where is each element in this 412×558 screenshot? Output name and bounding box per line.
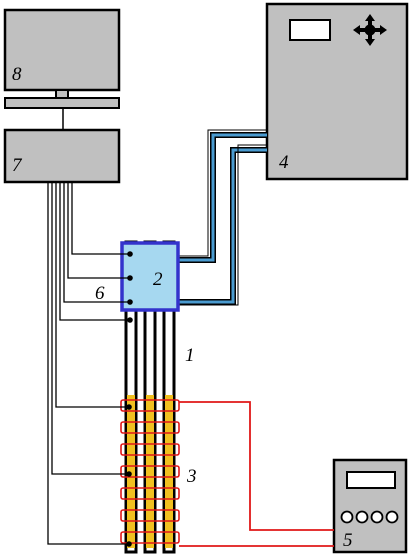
- heater-coils: 3: [120, 395, 197, 548]
- signal-wire: [63, 182, 130, 303]
- label-instrument: 4: [279, 152, 289, 173]
- label-computer-monitor: 8: [12, 64, 22, 85]
- monitor-base: [4, 97, 120, 109]
- label-power-supply: 5: [343, 530, 353, 551]
- power-supply: 5: [332, 458, 408, 554]
- heater-coil: [146, 395, 154, 548]
- signal-wire: [71, 182, 130, 255]
- signal-wires: [47, 182, 130, 545]
- fiber-cable-edge: [178, 129, 267, 257]
- fiber-cables: [178, 129, 267, 306]
- fiber-cable-edge: [178, 144, 267, 306]
- fiber-cable: [178, 148, 267, 304]
- signal-wire: [55, 182, 129, 408]
- signal-wire: [67, 182, 130, 279]
- junction-dot: [127, 251, 133, 257]
- power-supply-knob: [340, 510, 354, 524]
- computer-unit: 7: [3, 128, 121, 184]
- wire-junctions: [126, 251, 133, 547]
- computer-case: [3, 128, 121, 184]
- power-supply-knob: [370, 510, 384, 524]
- fiber-cable-outline: [178, 147, 267, 305]
- junction-dot: [126, 404, 132, 410]
- computer-monitor: 8: [3, 8, 121, 130]
- junction-dot: [126, 541, 132, 547]
- junction-dot: [127, 317, 133, 323]
- label-computer-unit: 7: [12, 155, 23, 176]
- monitor-neck: [55, 89, 69, 99]
- power-supply-knob: [355, 510, 369, 524]
- heater-winding: [120, 399, 180, 544]
- junction-dot: [127, 275, 133, 281]
- heater-wire: [179, 401, 334, 531]
- heater-coil: [165, 395, 173, 548]
- instrument-display: [289, 19, 331, 41]
- heater-coil: [127, 395, 135, 548]
- fiber-cable-outline: [178, 132, 267, 263]
- signal-wire: [47, 182, 129, 545]
- power-supply-knob: [385, 510, 399, 524]
- instrument-unit: 4: [265, 2, 409, 181]
- fiber-cable: [178, 133, 267, 262]
- label-heater-coils: 3: [186, 466, 197, 487]
- label-controller-sub: 6: [95, 283, 105, 304]
- dpad-icon: [353, 14, 387, 46]
- power-supply-display: [346, 471, 396, 489]
- label-controller: 2: [153, 269, 163, 290]
- monitor-screen: [3, 8, 121, 92]
- junction-dot: [127, 299, 133, 305]
- heater-wires: [179, 401, 334, 547]
- signal-wire: [59, 182, 130, 321]
- signal-wire: [51, 182, 129, 475]
- label-tubes: 1: [185, 345, 195, 366]
- junction-dot: [126, 471, 132, 477]
